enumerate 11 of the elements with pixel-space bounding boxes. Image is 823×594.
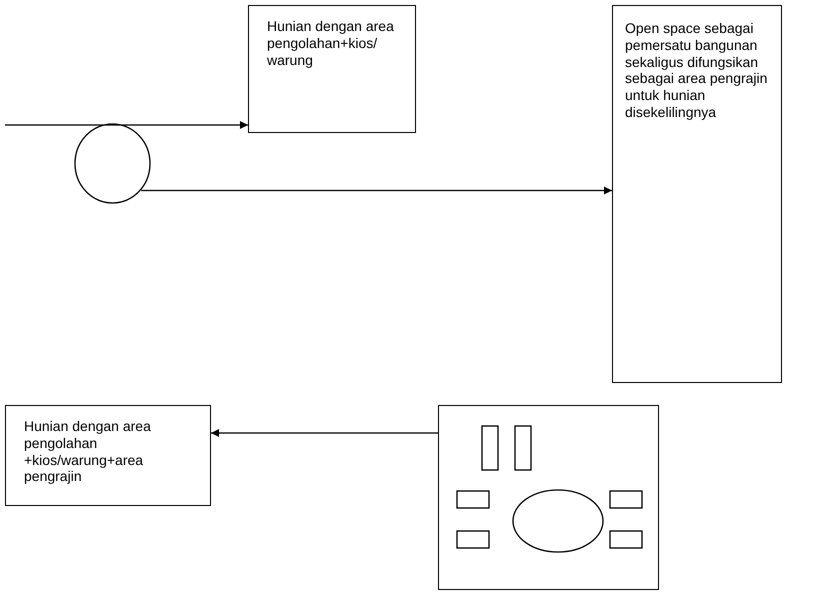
box-text: Hunian dengan area pengolahan +kios/warung+area pengrajin [24, 418, 152, 486]
box-text: Open space sebagai pemersatu bangunan sekaligus difungsikan sebagai area pengrajin untuk hunian disekelilingnya [625, 20, 768, 121]
text-box [248, 5, 416, 133]
arrow [5, 121, 248, 129]
site-plan-frame [438, 405, 659, 590]
text-box [612, 5, 782, 383]
arrow [211, 429, 438, 437]
arrow [141, 186, 612, 194]
box-text: Hunian dengan area pengolahan+kios/ warung [267, 18, 395, 68]
text-box [5, 405, 211, 506]
empty-ellipse [74, 123, 151, 204]
